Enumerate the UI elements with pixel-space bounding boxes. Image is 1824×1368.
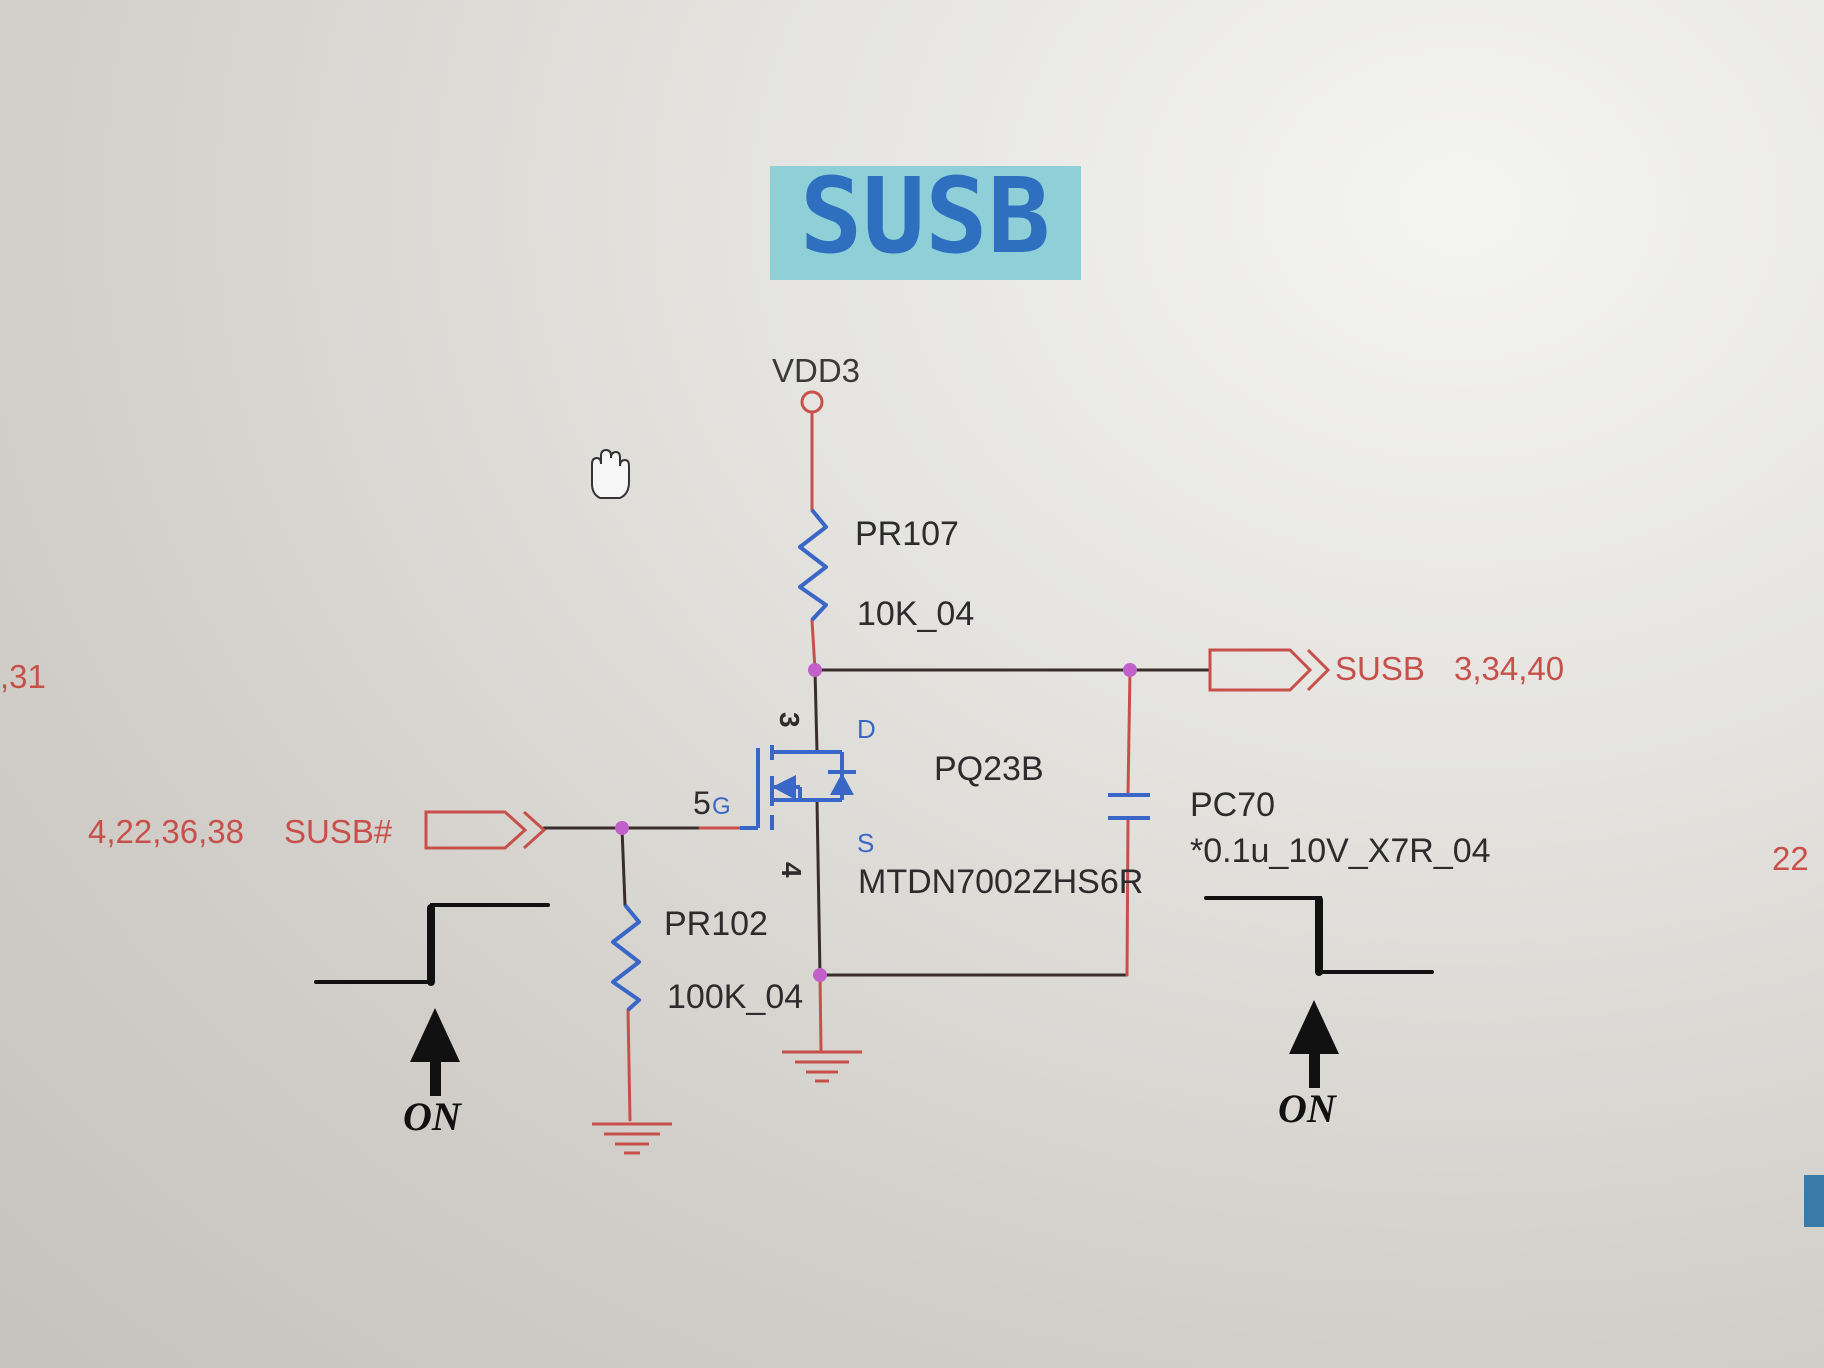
- pq23b-part: MTDN7002ZHS6R: [858, 863, 1143, 901]
- wire-drain: [813, 668, 819, 754]
- title-highlight: [770, 166, 1081, 280]
- junctions: [615, 663, 1137, 982]
- junction-susb-pc70: [1123, 663, 1137, 677]
- edge-label-left: ,31: [0, 658, 46, 695]
- ground-icon: [592, 1122, 672, 1155]
- wire-pr102-top: [620, 826, 627, 907]
- resistor-pr102-icon: [611, 903, 641, 1012]
- power-label-vdd3: VDD3: [772, 352, 860, 389]
- pc70-value: *0.1u_10V_X7R_04: [1190, 832, 1491, 870]
- pr102-ref: PR102: [664, 905, 768, 943]
- pq23b-gate-pin-number: 5: [693, 785, 711, 821]
- wire-source: [815, 798, 822, 977]
- pr102-value: 100K_04: [667, 978, 803, 1016]
- wire-pr102-bottom: [626, 1008, 632, 1122]
- output-net-name: SUSB: [1335, 650, 1425, 687]
- wire-pc70-bottom: [1125, 818, 1130, 977]
- junction-susb-drain: [808, 663, 822, 677]
- pr107-ref: PR107: [855, 515, 959, 553]
- pr107-value: 10K_04: [857, 595, 974, 633]
- annotation-on-left: ON: [403, 1094, 463, 1139]
- pq23b-gate-pin-name: G: [712, 793, 731, 820]
- wire-source-red: [818, 973, 823, 1052]
- capacitor-pc70-icon: [1108, 793, 1150, 820]
- resistor-pr107-icon: [798, 508, 828, 622]
- pq23b-ref: PQ23B: [934, 750, 1044, 788]
- input-net-pages: 4,22,36,38: [88, 813, 244, 850]
- pc70-ref: PC70: [1190, 786, 1275, 824]
- input-net-name: SUSB#: [284, 813, 393, 850]
- edge-fragment: [1804, 1175, 1824, 1227]
- junction-source-gnd: [813, 968, 827, 982]
- junction-gate-pr102: [615, 821, 629, 835]
- annotation-rising-edge: [314, 903, 550, 986]
- pq23b-drain-pin-name: D: [857, 714, 876, 744]
- annotation-falling-edge: [1204, 896, 1434, 976]
- wires: [542, 410, 1210, 1122]
- wire-pc70-top: [1126, 668, 1132, 797]
- annotation-arrow-up-icon: [1289, 1000, 1339, 1088]
- output-net-pages: 3,34,40: [1454, 650, 1564, 687]
- mosfet-pq23b-icon: [740, 745, 856, 830]
- wire-pr107-bottom: [810, 618, 817, 672]
- annotation-on-right: ON: [1278, 1086, 1338, 1131]
- hand-cursor-icon: [591, 448, 630, 499]
- edge-label-right: 22: [1772, 840, 1809, 877]
- pq23b-source-pin-name: S: [857, 828, 874, 858]
- input-port-icon: [424, 810, 547, 850]
- page-title: SUSB: [800, 155, 1050, 277]
- power-port-icon: [800, 390, 824, 414]
- pq23b-source-pin-number: 4: [776, 862, 807, 878]
- pq23b-drain-pin-number: 3: [774, 712, 805, 728]
- ground-icon: [782, 1050, 862, 1083]
- annotation-arrow-up-icon: [410, 1008, 460, 1096]
- output-port-icon: [1208, 648, 1331, 692]
